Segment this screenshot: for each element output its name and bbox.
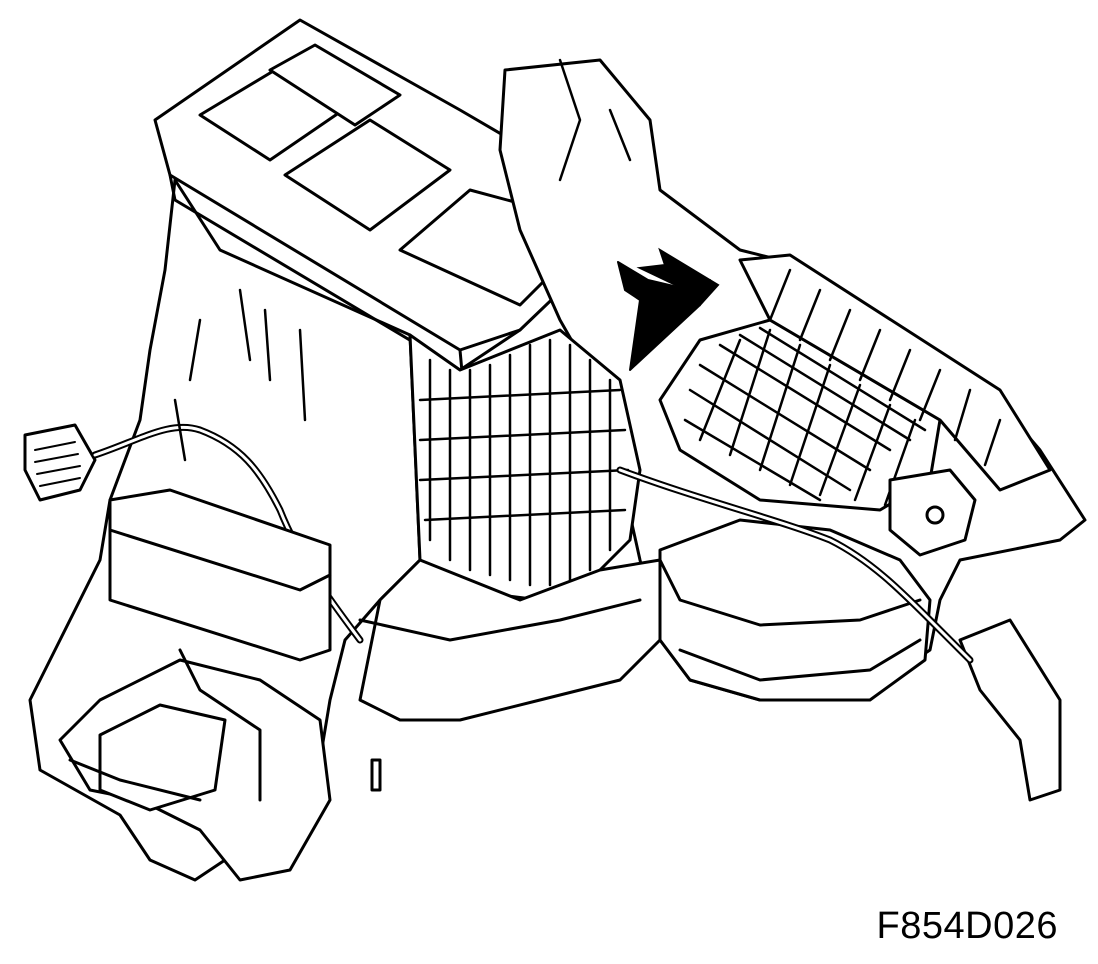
vent-opening-3 [283, 118, 452, 232]
indicator-arrow [617, 261, 711, 371]
mounting-bolt [370, 758, 382, 792]
lower-base [358, 558, 662, 722]
electrical-connector [23, 423, 97, 502]
front-panel [108, 488, 332, 662]
blower-ribbed-cover [738, 253, 1052, 492]
figure-code: F854D026 [876, 905, 1058, 947]
side-outlet-duct [958, 618, 1062, 802]
evaporator-core [408, 328, 642, 602]
vent-opening-2 [268, 43, 402, 127]
